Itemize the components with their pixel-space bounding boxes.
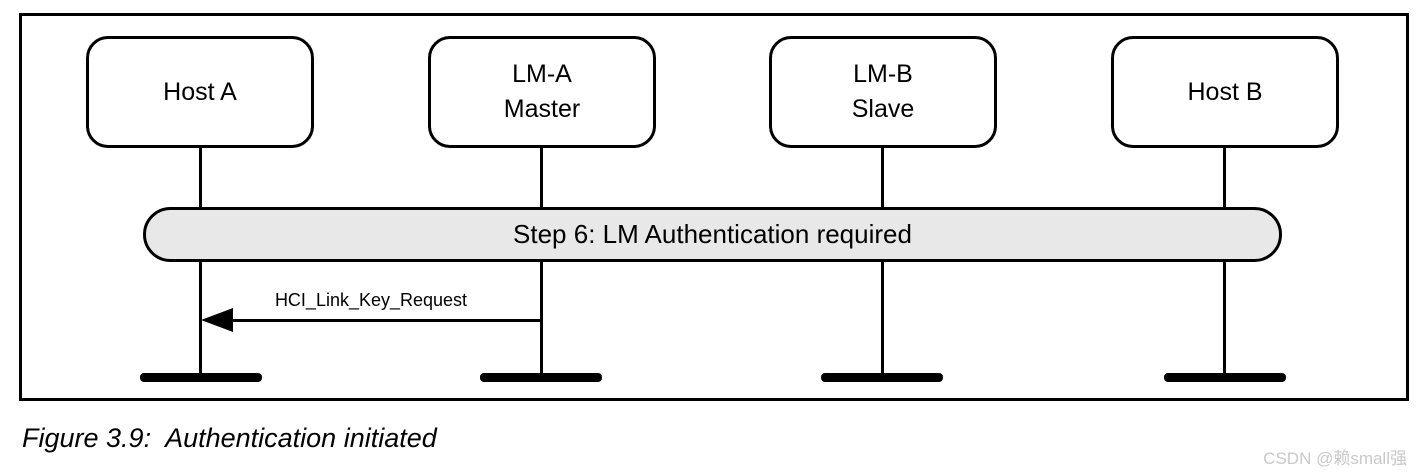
- node-host-b-label: Host B: [1187, 77, 1263, 106]
- ground-terminator-host-b: [1164, 373, 1286, 382]
- watermark-text: CSDN @赖small强: [1263, 449, 1407, 468]
- node-lm-b-label-line2: Slave: [851, 95, 915, 123]
- node-lm-b-slave: LM-B Slave: [769, 36, 997, 148]
- message-line: [218, 319, 542, 322]
- lifeline-host-b: [1223, 147, 1226, 378]
- node-lm-b-label-line1: LM-B: [853, 60, 913, 88]
- step-banner: Step 6: LM Authentication required: [143, 207, 1282, 262]
- message-label: HCI_Link_Key_Request: [274, 290, 468, 310]
- node-lm-a-label-line1: LM-A: [512, 60, 572, 88]
- node-lm-a-master: LM-A Master: [428, 36, 656, 148]
- ground-terminator-host-a: [140, 373, 262, 382]
- lifeline-host-a: [199, 147, 202, 378]
- ground-terminator-lm-b: [821, 373, 943, 382]
- node-host-a: Host A: [86, 36, 314, 148]
- lifeline-lm-a: [540, 147, 543, 378]
- step-banner-label: Step 6: LM Authentication required: [513, 219, 912, 249]
- ground-terminator-lm-a: [480, 373, 602, 382]
- figure-caption: Figure 3.9: Authentication initiated: [22, 423, 437, 453]
- arrowhead-left-icon: [201, 308, 233, 332]
- node-host-b: Host B: [1111, 36, 1339, 148]
- node-lm-a-label-line2: Master: [503, 95, 581, 123]
- node-host-a-label: Host A: [163, 77, 237, 106]
- lifeline-lm-b: [881, 147, 884, 378]
